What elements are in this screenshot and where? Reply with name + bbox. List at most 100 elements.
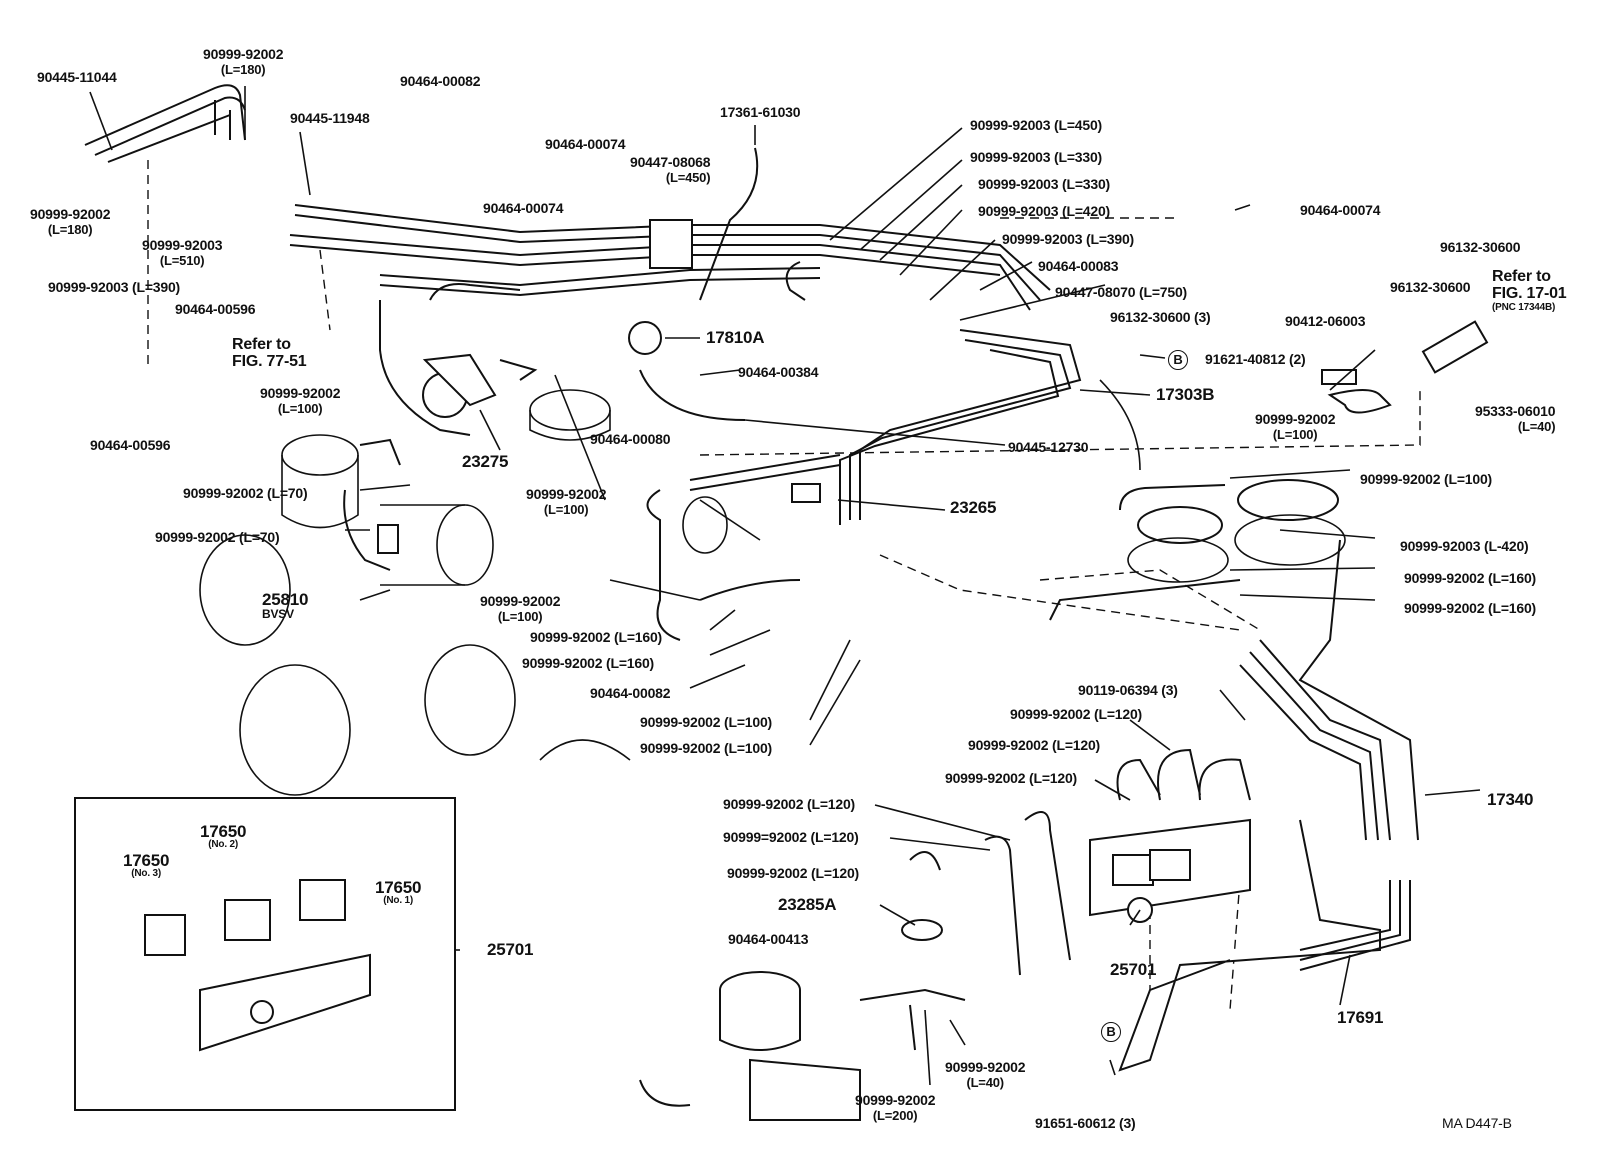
part-label: 17810A [706,328,765,347]
part-label: 90999-92002 (L=100) [1255,412,1336,443]
part-number: 90999-92002 [526,486,607,502]
hose-length: (L=40) [1517,419,1556,434]
part-number: 90999-92002 [855,1092,936,1108]
part-label: 90999-92002 (L=100) [480,593,561,625]
part-number: 90999-92002 [945,1059,1026,1075]
part-label: 17340 [1487,790,1534,809]
part-label: 90464-00074 [483,200,564,216]
valve-number: (No. 3) [131,868,161,879]
part-number: 25810 [262,590,309,609]
part-label: 17691 [1337,1008,1384,1027]
part-label: 90999-92002 (L=120) [1010,706,1143,722]
part-number: 90999-92003 [142,237,223,253]
top-left-hoses [84,84,246,163]
part-number: 17650 [200,822,247,841]
figure-number: FIG. 77-51 [232,353,307,370]
part-label: 90445-11948 [290,110,370,126]
part-number: 90999-92002 [260,385,341,401]
hose-length: (L=100) [1272,427,1318,442]
part-label: 23285A [778,895,837,914]
refer-to-text: Refer to [232,336,291,353]
part-label: 95333-06010 (L=40) [1475,403,1556,435]
part-number: 17650 [375,878,422,897]
part-label: 90999-92003 (L=330) [970,149,1103,165]
part-label: 90412-06003 [1285,313,1366,329]
part-label: 90464-00384 [738,364,819,380]
part-label: 90999-92002 (L=40) [945,1059,1026,1091]
part-number: 90999-92002 [30,206,111,222]
part-label: 90999-92002 (L=100) [260,385,341,417]
hose-length: (L=180) [220,62,266,77]
part-label: 90999-92002 (L=120) [727,865,860,881]
figure-reference: Refer to FIG. 77-51 [232,336,307,370]
hose-length: (L=100) [543,502,589,517]
pnc-reference: (PNC 17344B) [1492,302,1556,313]
part-label: 17650 (No. 1) [375,878,422,906]
b-marker: B [1101,1022,1121,1042]
vsv-inset [74,797,456,1111]
refer-to-text: Refer to [1492,268,1551,285]
part-label: B [1101,1022,1121,1042]
part-label: 90999-92002 (L=100) [526,486,607,518]
diagram-reference-code: MA D447-B [1442,1115,1512,1131]
part-label: 96132-30600 [1440,239,1521,255]
part-label: 90445-12730 [1008,439,1089,455]
part-label: 90999-92002 (L=160) [1404,570,1537,586]
part-label: 23275 [462,452,509,471]
part-label: 90999-92002 (L=120) [945,770,1078,786]
part-label: 90999-92002 (L=160) [530,629,663,645]
part-number: 95333-06010 [1475,403,1556,419]
engine-outline [199,379,1141,796]
part-label: 96132-30600 [1390,279,1471,295]
hose-length: (L=510) [159,253,205,268]
part-label: 17361-61030 [720,104,801,120]
hose-length: (L=100) [497,609,543,624]
part-label: 90999-92003 (L=420) [978,203,1111,219]
part-label: 90999-92002 (L=70) [155,529,280,545]
part-label: 91651-60612 (3) [1035,1115,1136,1131]
b-marker: B [1168,350,1188,370]
right-components [1049,320,1489,841]
part-label: 90464-00082 [590,685,671,701]
part-label: 90999-92003 (L=330) [978,176,1111,192]
part-label: 90999-92002 (L=120) [968,737,1101,753]
part-label: 25810 BVSV [262,590,309,622]
vsv-bank [1089,748,1411,1072]
part-label: 17650 (No. 2) [200,822,247,850]
hose-length: (L=180) [47,222,93,237]
part-label: 90464-00080 [590,431,671,447]
part-label: 90447-08068 (L=450) [630,155,711,186]
part-label: B [1168,350,1188,370]
hose-length: (L=40) [966,1075,1004,1090]
part-label: 96132-30600 (3) [1110,309,1211,325]
part-label: 90119-06394 (3) [1078,682,1178,698]
part-label: 90999-92002 (L=100) [1360,471,1493,487]
part-label: 90999=92002 (L=120) [723,829,859,845]
part-label: 91621-40812 (2) [1205,351,1306,367]
part-number: 90999-92002 [480,593,561,609]
part-label: 90999-92002 (L=180) [203,47,284,78]
part-label: 90464-00413 [728,931,809,947]
part-label: 90999-92002 (L=70) [183,485,308,501]
part-label: 90999-92002 (L=200) [855,1092,936,1124]
part-label: 90464-00074 [1300,202,1381,218]
dashed-guides [147,160,1421,1040]
part-label: 90999-92002 (L=100) [640,714,773,730]
part-label: 90999-92003 (L=510) [142,237,223,269]
part-label: 17303B [1156,385,1215,404]
part-label: 90447-08070 (L=750) [1055,284,1188,300]
hose-length: (L=100) [277,401,323,416]
bvsv-label: BVSV [262,607,294,621]
part-label: 90464-00596 [175,301,256,317]
hose-length: (L=200) [872,1108,918,1123]
valve-number: (No. 2) [208,839,238,850]
part-label: 90999-92002 (L=160) [1404,600,1537,616]
part-label: 90445-11044 [37,69,117,85]
part-label: 23265 [950,498,997,517]
part-label: 25701 [1110,960,1157,979]
valve-number: (No. 1) [383,895,413,906]
part-label: 90464-00082 [400,73,481,89]
part-label: 90999-92003 (L=390) [1002,231,1135,247]
leader-lines [89,86,1481,1086]
